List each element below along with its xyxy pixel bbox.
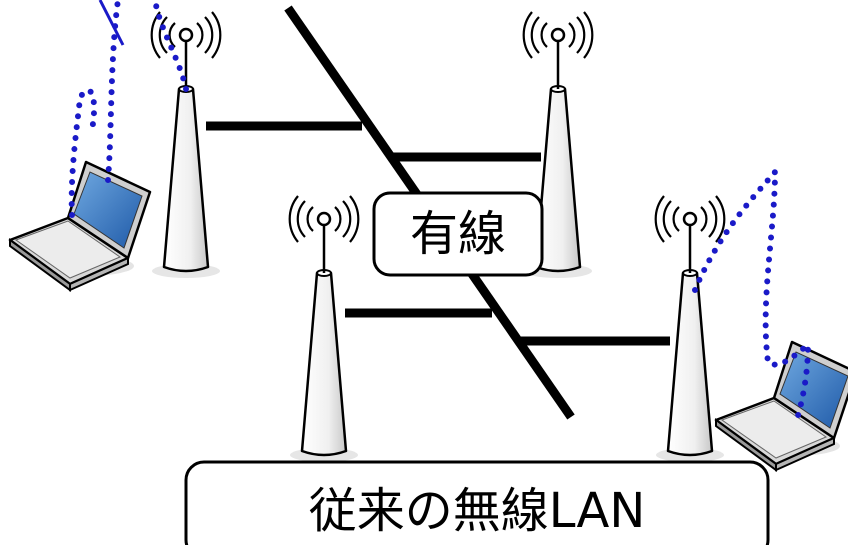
- wired-label-text: 有線: [410, 206, 506, 262]
- wired-label: 有線: [372, 191, 544, 277]
- access-point-4-icon: [654, 194, 726, 464]
- access-point-1-icon: [150, 10, 222, 280]
- wireless-link-ap4-laptop-right: [692, 163, 812, 425]
- caption-text: 従来の無線LAN: [309, 483, 646, 539]
- wireless-link-laptop-left-b: [105, 0, 121, 183]
- wireless-link-solid: [98, 0, 125, 46]
- wireless-links: [68, 0, 812, 425]
- laptop-right-icon: [714, 340, 848, 472]
- access-point-3-icon: [288, 194, 360, 464]
- caption-box: 従来の無線LAN: [184, 460, 770, 545]
- laptop-left-icon: [8, 160, 152, 292]
- wireless-link-ap1-left: [152, 0, 189, 92]
- wireless-link-laptop-left-a: [68, 87, 98, 218]
